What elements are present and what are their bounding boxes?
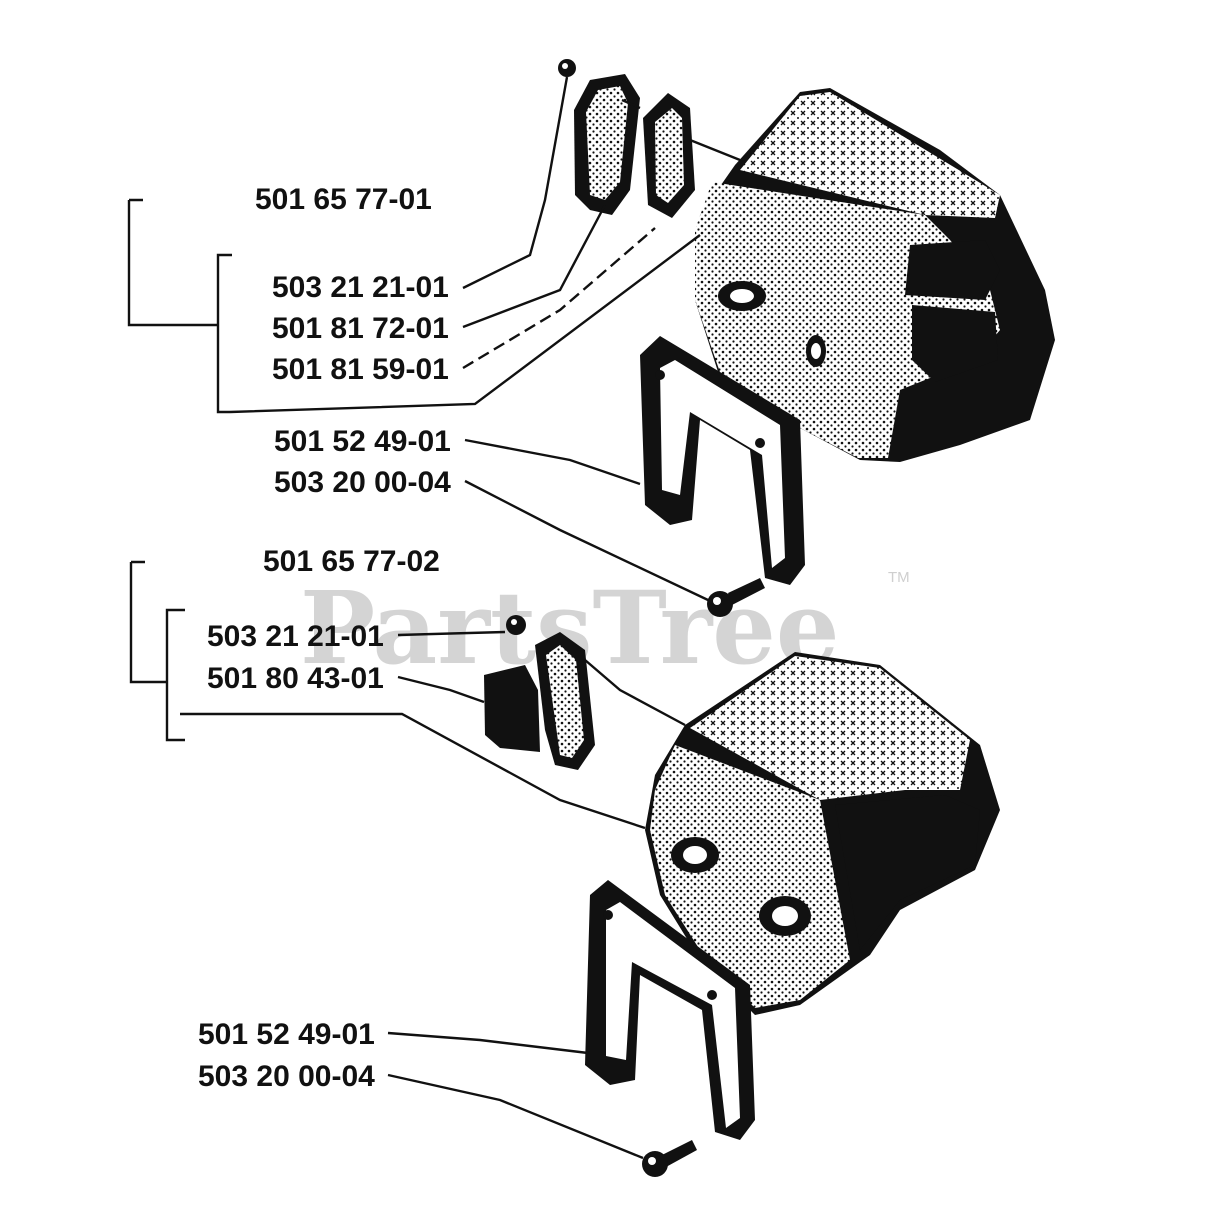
leader-501-52-49-01-top <box>464 438 641 486</box>
kit-bracket-top <box>127 198 218 327</box>
leader-501-80-43-01-bottom <box>397 675 485 704</box>
leader-503-20-00-04-top <box>464 479 709 602</box>
leader-503-21-21-01-bottom <box>397 630 506 637</box>
kit-bracket-bottom <box>129 560 167 684</box>
part-label-503-20-00-04-bottom[interactable]: 503 20 00-04 <box>198 1060 375 1093</box>
kit-label-bottom: 501 65 77-02 <box>263 545 440 578</box>
part-bracket-bottom <box>165 608 185 742</box>
leader-plate-to-muffler-top <box>621 98 741 162</box>
cover-plate-top <box>574 74 695 218</box>
heat-shield-bracket-top <box>640 336 805 585</box>
leader-plate-to-muffler-bottom <box>584 659 686 727</box>
leader-kit-to-muffler-bottom <box>180 712 646 830</box>
leader-503-20-00-04-bottom <box>387 1073 644 1160</box>
part-label-501-80-43-01-bottom[interactable]: 501 80 43-01 <box>207 662 384 695</box>
leader-kit-to-muffler-top <box>229 234 701 414</box>
part-label-501-52-49-01-top[interactable]: 501 52 49-01 <box>274 425 451 458</box>
leader-503-21-21-01-top <box>462 76 569 290</box>
part-label-501-81-59-01-top[interactable]: 501 81 59-01 <box>272 353 449 386</box>
part-bracket-top <box>216 253 232 414</box>
cover-plate-bottom <box>484 632 595 770</box>
muffler-top <box>695 88 1055 462</box>
leader-501-81-59-01-top <box>462 227 656 370</box>
leader-lines <box>127 76 741 1160</box>
kit-label-top: 501 65 77-01 <box>255 183 432 216</box>
part-label-501-52-49-01-bottom[interactable]: 501 52 49-01 <box>198 1018 375 1051</box>
part-label-503-20-00-04-top[interactable]: 503 20 00-04 <box>274 466 451 499</box>
trademark-mark: TM <box>888 569 910 586</box>
heat-shield-bracket-bottom <box>585 880 755 1140</box>
part-label-503-21-21-01-top[interactable]: 503 21 21-01 <box>272 271 449 304</box>
screw-bottom-bolt <box>642 1140 697 1177</box>
part-label-503-21-21-01-bottom[interactable]: 503 21 21-01 <box>207 620 384 653</box>
screw-top-small <box>558 59 576 77</box>
muffler-bottom <box>645 652 1000 1015</box>
part-label-501-81-72-01-top[interactable]: 501 81 72-01 <box>272 312 449 345</box>
screw-top-bolt <box>707 578 765 617</box>
leader-501-52-49-01-bottom <box>387 1031 589 1055</box>
screw-bottom-small <box>506 615 526 635</box>
leader-501-81-72-01-top <box>462 204 607 329</box>
